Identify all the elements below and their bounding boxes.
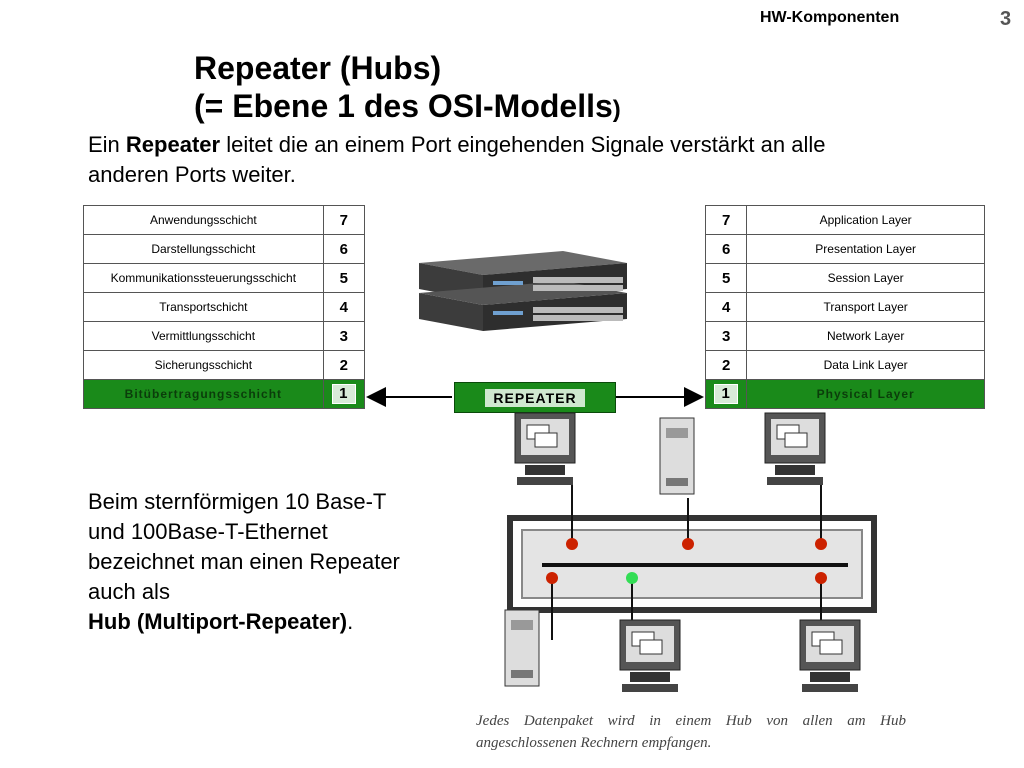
intro-pre: Ein	[88, 132, 126, 157]
intro-paragraph: Ein Repeater leitet die an einem Port ei…	[88, 130, 888, 190]
hub-description: Beim sternförmigen 10 Base-T und 100Base…	[88, 487, 508, 637]
layer-label: Application Layer	[746, 205, 985, 235]
osi-row-physical: Bitübertragungsschicht 1	[83, 379, 366, 409]
layer-label: Presentation Layer	[746, 234, 985, 264]
layer-number: 2	[322, 350, 366, 380]
computer-icon	[514, 412, 576, 485]
layer-label: Darstellungsschicht	[83, 234, 324, 264]
layer-number: 3	[322, 321, 366, 351]
hub-description-line: und 100Base-T-Ethernet	[88, 519, 328, 544]
port-node	[566, 538, 578, 550]
section-title: HW-Komponenten	[760, 9, 900, 26]
title-line2-text: (= Ebene 1 des OSI-Modells	[194, 88, 613, 124]
layer-label: Bitübertragungsschicht	[83, 379, 324, 409]
layer-label: Session Layer	[746, 263, 985, 293]
layer-number: 6	[704, 234, 748, 264]
layer-label: Transport Layer	[746, 292, 985, 322]
layer-label: Anwendungsschicht	[83, 205, 324, 235]
layer-number-badge: 1	[714, 384, 739, 404]
intro-post: leitet die an einem Port eingehenden Sig…	[88, 132, 826, 187]
layer-number: 4	[322, 292, 366, 322]
hub-description-line: auch als	[88, 579, 170, 604]
layer-number: 5	[704, 263, 748, 293]
server-tower-icon	[504, 609, 540, 687]
layer-number: 7	[322, 205, 366, 235]
slide-title-line2: (= Ebene 1 des OSI-Modells)	[194, 88, 621, 125]
hub-term-end: .	[347, 609, 354, 634]
layer-label: Physical Layer	[746, 379, 985, 409]
hub-description-line: bezeichnet man einen Repeater	[88, 549, 400, 574]
layer-number: 4	[704, 292, 748, 322]
repeater-box: REPEATER	[454, 382, 616, 413]
layer-label: Kommunikationssteuerungsschicht	[83, 263, 324, 293]
layer-label: Data Link Layer	[746, 350, 985, 380]
server-tower-icon	[659, 417, 695, 495]
port-node	[815, 572, 827, 584]
port-node-active	[626, 572, 638, 584]
layer-number: 3	[704, 321, 748, 351]
layer-number: 6	[322, 234, 366, 264]
page-number: 3	[1000, 8, 1012, 30]
computer-icon	[764, 412, 826, 485]
slide-title-line1: Repeater (Hubs)	[194, 50, 442, 86]
hub-description-line: Beim sternförmigen 10 Base-T	[88, 489, 387, 514]
hub-description-line: Hub (Multiport-Repeater).	[88, 607, 508, 637]
layer-label: Sicherungsschicht	[83, 350, 324, 380]
hub-device-image	[419, 251, 627, 331]
layer-label: Transportschicht	[83, 292, 324, 322]
layer-number-badge: 1	[331, 384, 356, 404]
port-node	[546, 572, 558, 584]
computer-icon	[799, 619, 861, 692]
layer-number: 5	[322, 263, 366, 293]
osi-row-physical: 1 Physical Layer	[704, 379, 985, 409]
port-node	[815, 538, 827, 550]
computer-icon	[619, 619, 681, 692]
layer-number: 1	[322, 379, 366, 409]
layer-label: Vermittlungsschicht	[83, 321, 324, 351]
layer-number: 1	[704, 379, 748, 409]
hub-topology-diagram	[504, 412, 877, 692]
hub-term: Hub (Multiport-Repeater)	[88, 609, 348, 634]
layer-label: Network Layer	[746, 321, 985, 351]
layer-number: 7	[704, 205, 748, 235]
title-line2-close: )	[612, 96, 621, 123]
repeater-label: REPEATER	[485, 388, 585, 407]
port-node	[682, 538, 694, 550]
diagram-caption: Jedes Datenpaket wird in einem Hub von a…	[476, 713, 906, 751]
layer-number: 2	[704, 350, 748, 380]
intro-bold: Repeater	[125, 132, 221, 157]
